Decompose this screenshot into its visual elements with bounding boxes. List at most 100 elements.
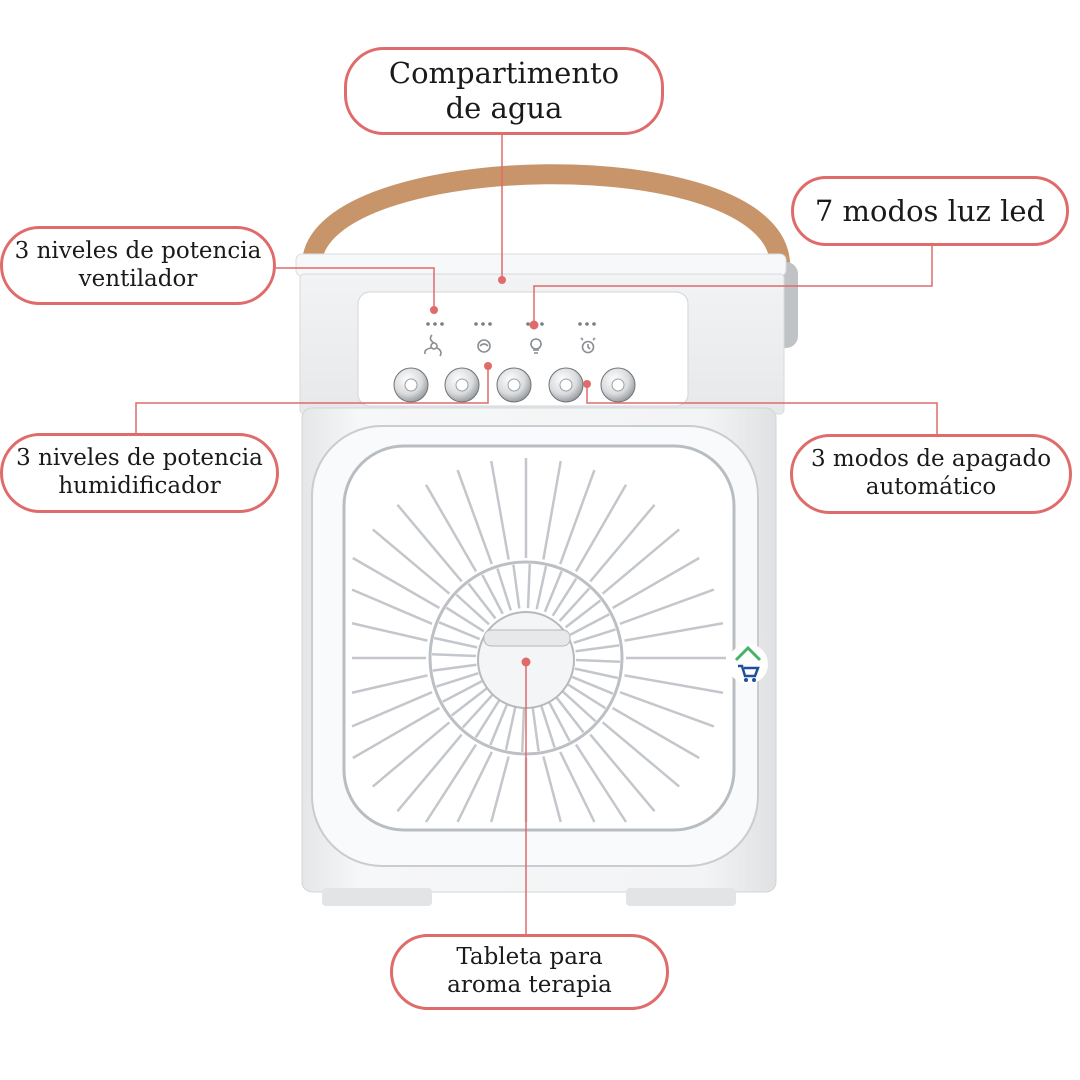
- grille-inner-spoke: [520, 707, 526, 752]
- callout-aroma: Tableta para aroma terapia: [390, 934, 669, 1010]
- aroma-slot: [483, 629, 571, 647]
- grille-spoke: [490, 460, 510, 560]
- grille-spoke: [396, 733, 463, 813]
- grille-inner-spoke: [558, 587, 591, 622]
- timer-icon: [580, 337, 596, 354]
- grille-spoke: [351, 691, 433, 728]
- grille-spoke: [611, 556, 700, 610]
- grille-inner-spoke: [436, 672, 479, 688]
- grille-inner-spoke: [571, 675, 614, 695]
- grille-inner-spoke: [567, 683, 607, 710]
- grille-spoke: [371, 528, 451, 595]
- foot-left: [322, 888, 432, 906]
- callout-line: Compartimento: [388, 56, 620, 91]
- grille-spoke: [352, 706, 441, 760]
- grille-spoke: [589, 733, 656, 813]
- grille-inner-spoke: [531, 707, 540, 752]
- callout-water-tank: Compartimento de agua: [344, 47, 664, 135]
- grille-spoke: [624, 674, 724, 694]
- grille-spoke: [619, 588, 715, 625]
- callout-line: 3 niveles de potencia: [14, 237, 262, 264]
- callout-line: humidificador: [58, 473, 221, 499]
- grille-spoke: [351, 588, 433, 625]
- grille-inner-spoke: [432, 652, 477, 658]
- grille-inner-spoke: [548, 701, 571, 742]
- grille-inner-spoke: [438, 621, 481, 641]
- callout-line: 7 modos luz led: [814, 193, 1046, 228]
- foot-right: [626, 888, 736, 906]
- callout-humidifier-levels: 3 niveles de potencia humidificador: [0, 433, 279, 513]
- callout-line: de agua: [445, 91, 563, 125]
- grille-inner-spoke: [461, 694, 494, 729]
- callout-fan-levels: 3 niveles de potencia ventilador: [0, 226, 276, 305]
- grille-spoke: [559, 469, 596, 565]
- grille-inner-spoke: [455, 593, 490, 626]
- leader-dots: [430, 276, 591, 667]
- callout-line: aroma terapia: [447, 972, 612, 998]
- grille-inner-spoke: [442, 680, 483, 703]
- grille-inner-spoke: [445, 606, 485, 633]
- grille-spoke: [396, 503, 463, 583]
- grille-inner-spoke: [433, 636, 478, 649]
- grille-inner-spoke: [551, 577, 578, 617]
- grille-spoke: [624, 622, 724, 642]
- grille-spoke: [601, 528, 681, 595]
- grille-spoke: [611, 706, 700, 760]
- grille-inner-spoke: [574, 667, 619, 680]
- grille-inner-spoke: [512, 564, 521, 609]
- grille-spoke: [559, 751, 596, 823]
- bulb-icon: [530, 338, 542, 354]
- callout-led-modes: 7 modos luz led: [791, 176, 1069, 246]
- grille-inner-spoke: [575, 658, 620, 664]
- grille-spoke: [456, 469, 493, 565]
- grille-inner-spoke: [432, 663, 477, 672]
- grille-inner-spoke: [481, 574, 504, 615]
- fan-grille: [351, 458, 726, 823]
- top-lid: [295, 253, 787, 277]
- grille-spoke: [490, 756, 510, 823]
- grille-spoke: [424, 484, 478, 573]
- grille-spoke: [542, 756, 562, 823]
- grille-spoke: [424, 743, 478, 823]
- mist-icon: [477, 339, 491, 353]
- home-cart-logo-icon: [728, 644, 768, 684]
- leader-lines: [135, 135, 938, 934]
- grille-inner-spoke: [496, 568, 512, 611]
- grille-inner-spoke: [575, 644, 620, 653]
- grille-spoke: [351, 622, 428, 642]
- grille-inner-spoke: [540, 705, 556, 748]
- fan-icon: [424, 334, 442, 357]
- grille-inner-spoke: [504, 706, 517, 751]
- grille-inner-spoke: [543, 570, 563, 613]
- grille-spoke: [589, 503, 656, 583]
- grille-inner-spoke: [555, 696, 585, 734]
- handle: [302, 164, 790, 272]
- grille-inner-spoke: [562, 690, 597, 723]
- grille-spoke: [601, 721, 681, 788]
- grille-inner-spoke: [474, 699, 501, 739]
- callout-auto-off: 3 modos de apagado automático: [790, 434, 1072, 514]
- grille-inner-spoke: [564, 599, 602, 629]
- grille-inner-spoke: [573, 628, 616, 644]
- grille-inner-spoke: [526, 564, 532, 609]
- grille-inner-spoke: [489, 703, 509, 746]
- callout-line: ventilador: [78, 265, 198, 292]
- grille-spoke: [542, 460, 562, 560]
- callout-line: Tableta para: [456, 944, 603, 971]
- grille-spoke: [619, 691, 715, 728]
- callout-line: 3 modos de apagado: [810, 446, 1052, 473]
- grille-spoke: [574, 484, 628, 573]
- grille-inner-spoke: [535, 565, 548, 610]
- control-knobs: [393, 367, 636, 403]
- grille-inner-spoke: [569, 613, 610, 636]
- grille-spoke: [351, 674, 428, 694]
- grille-spoke: [456, 751, 493, 823]
- grille-inner-spoke: [450, 687, 488, 717]
- grille-spoke: [352, 556, 441, 610]
- callout-line: 3 niveles de potencia: [16, 445, 263, 472]
- grille-inner-spoke: [467, 582, 497, 620]
- grille-spoke: [371, 721, 451, 788]
- grille-spoke: [574, 743, 628, 823]
